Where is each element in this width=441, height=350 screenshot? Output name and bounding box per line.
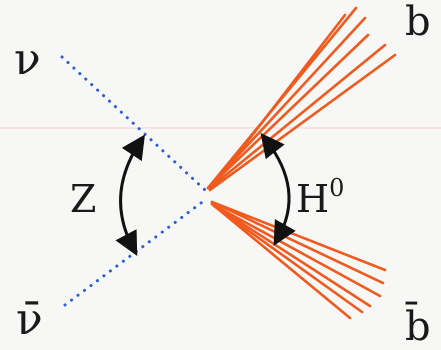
z-arc-arrow-icon [115,134,145,256]
bbar-jet [210,200,387,320]
b-label: b [405,0,431,45]
bbar-jet-line [212,204,364,314]
higgs-label: H0 [296,174,344,221]
neutrino-line-lower [63,198,207,307]
higgs-arc-arrow-icon [260,132,296,246]
higgs-superscript: 0 [329,174,344,202]
neutrino-lines [60,55,207,307]
nubar-label: ν̄ [16,294,43,345]
z-label: Z [70,177,96,221]
nu-label: ν [14,34,41,85]
b-jet-line [208,53,397,192]
b-jet-line [208,43,387,190]
b-jet [206,6,397,192]
b-jet-line [206,33,370,190]
neutrino-line-upper [60,55,207,192]
bbar-jet-line [210,200,385,285]
b-jet-line [208,13,347,192]
bbar-jet-line [210,202,382,298]
bbar-jet-line [210,202,372,308]
bbar-jet-line [210,202,352,320]
bbar-label: b̄ [405,301,431,350]
higgs-symbol: H [296,177,329,221]
bbar-jet-line [210,200,387,272]
